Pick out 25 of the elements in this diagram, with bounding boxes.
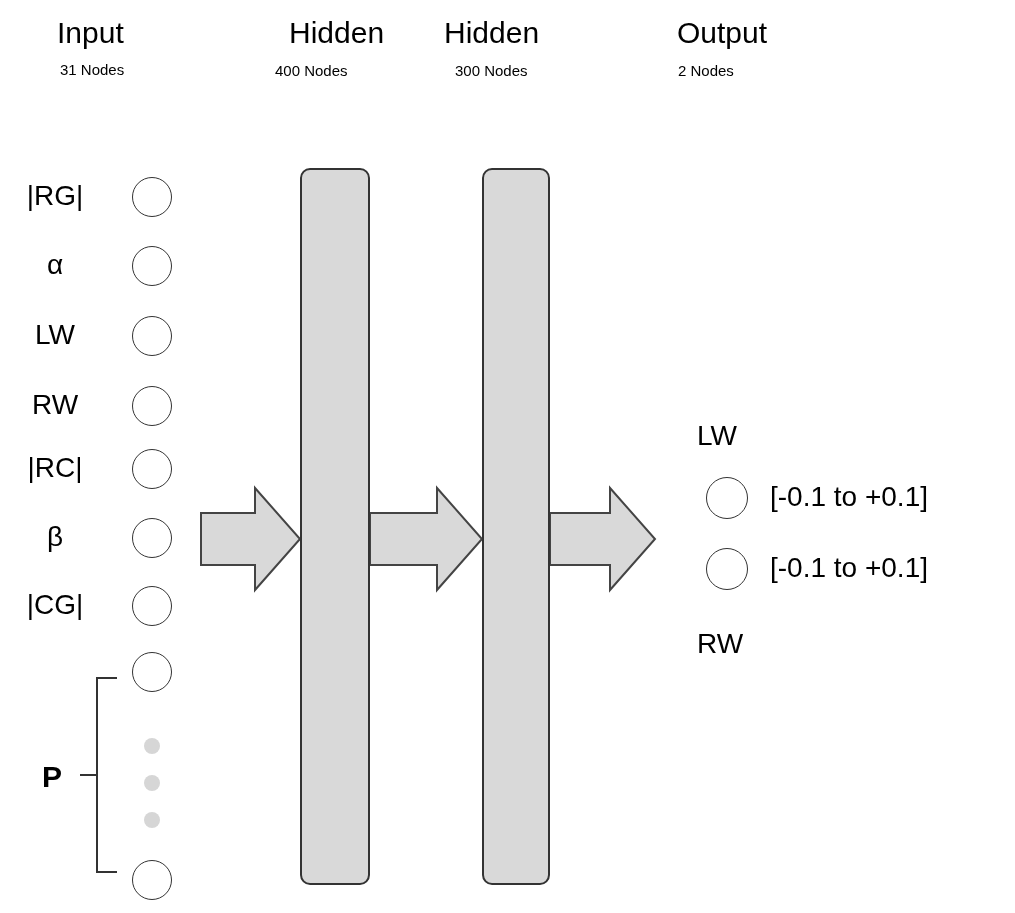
block-arrow [200, 485, 302, 593]
column-heading: Output [677, 15, 768, 51]
column-heading: Hidden [289, 15, 385, 51]
group-label: P [42, 759, 62, 795]
input-label: LW [34, 321, 76, 349]
column-heading: Hidden [444, 15, 540, 51]
output-label: RW [697, 627, 744, 661]
hidden-layer-bar [300, 168, 370, 885]
input-label: |CG| [25, 591, 85, 619]
input-label: β [45, 523, 65, 551]
block-arrow [369, 485, 484, 593]
hidden-layer-bar [482, 168, 550, 885]
input-label: |RC| [26, 454, 84, 482]
column-heading: Input [57, 15, 124, 51]
output-label: LW [697, 419, 737, 453]
input-label: α [45, 251, 65, 279]
input-label: |RG| [25, 182, 85, 210]
node-count: 400 Nodes [275, 62, 348, 81]
range-label: [-0.1 to +0.1] [770, 554, 928, 582]
node-count: 2 Nodes [678, 62, 734, 81]
block-arrow [549, 485, 657, 593]
range-label: [-0.1 to +0.1] [770, 483, 928, 511]
input-label: RW [30, 391, 80, 419]
node-count: 300 Nodes [455, 62, 528, 81]
node-count: 31 Nodes [60, 61, 125, 80]
